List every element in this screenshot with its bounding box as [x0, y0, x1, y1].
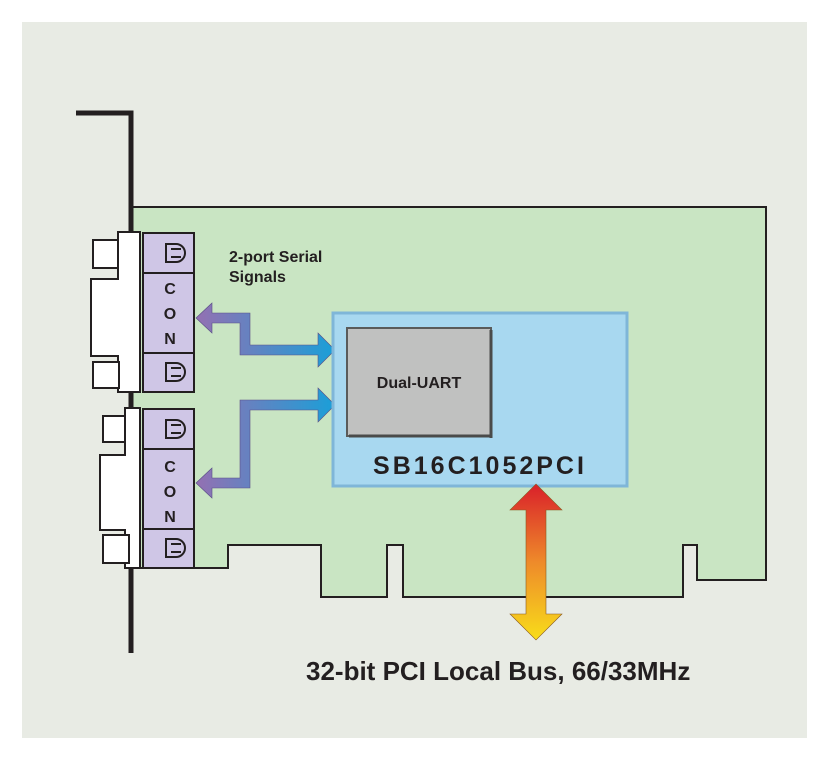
- connector-letter: C: [164, 281, 176, 298]
- connector-top: C O N: [142, 232, 195, 393]
- screw-icon: [165, 243, 186, 263]
- dual-uart-block: [346, 327, 492, 437]
- connector-letter: O: [164, 306, 176, 323]
- connector-shell-bottom: [99, 407, 141, 569]
- connector-letter: C: [164, 459, 176, 476]
- pci-bus-arrow: [509, 483, 563, 641]
- connector-letter: N: [164, 509, 176, 526]
- connector-letter: O: [164, 484, 176, 501]
- uart-label: Dual-UART: [377, 375, 462, 392]
- connector-bottom: C O N: [142, 408, 195, 569]
- screw-icon: [165, 419, 186, 439]
- screw-icon: [165, 538, 186, 558]
- pci-bus-label: 32-bit PCI Local Bus, 66/33MHz: [306, 656, 690, 686]
- serial-signals-label-line1: 2-port Serial: [229, 249, 322, 266]
- connector-letter: N: [164, 331, 176, 348]
- chip-label: SB16C1052PCI: [373, 452, 587, 480]
- serial-signals-label-line2: Signals: [229, 269, 286, 286]
- connector-shell-top: [90, 231, 141, 393]
- screw-icon: [165, 362, 186, 382]
